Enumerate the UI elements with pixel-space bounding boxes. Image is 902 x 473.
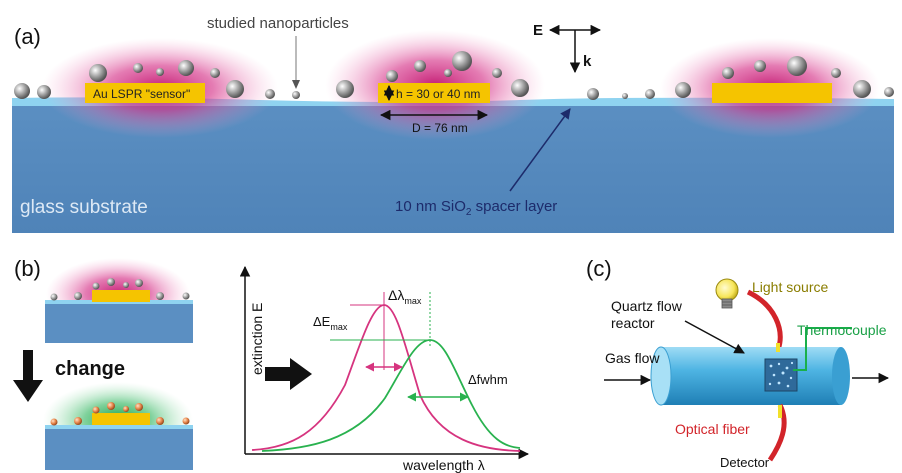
nanoparticle <box>74 292 82 300</box>
nanoparticle <box>754 60 766 72</box>
delta-e-max-label: ΔEmax <box>313 314 348 332</box>
nanoparticle <box>265 89 275 99</box>
nanoparticle <box>336 80 354 98</box>
nanoparticle <box>135 279 143 287</box>
gold-nanodisk <box>85 83 205 103</box>
quartz-reactor-label-2: reactor <box>611 315 655 331</box>
change-label: change <box>55 358 125 380</box>
thermocouple-label: Thermocouple <box>797 322 887 338</box>
nanoparticle <box>92 282 100 290</box>
nanoparticle <box>156 68 164 76</box>
nanoparticle <box>14 83 30 99</box>
schematic-spacer <box>45 425 193 429</box>
nanoparticle <box>444 69 452 77</box>
sample-particles <box>768 361 794 388</box>
light-source-label: Light source <box>752 279 828 295</box>
nanoparticle <box>210 68 220 78</box>
tube-end-right <box>832 347 850 405</box>
nanoparticle <box>135 403 143 411</box>
panel-label: (c) <box>586 256 612 281</box>
nanoparticle <box>89 64 107 82</box>
nanoparticle <box>226 80 244 98</box>
thermocouple-wire <box>793 327 852 371</box>
transition-arrow <box>265 358 312 390</box>
field-e-label: E <box>533 22 543 39</box>
panel-a: (a) studied nanoparticles Au LSPR "senso… <box>12 15 894 233</box>
nanoparticle <box>853 80 871 98</box>
nanoparticle <box>722 67 734 79</box>
pointer-arrowhead <box>292 80 300 89</box>
nanoparticle <box>182 417 190 425</box>
nanoparticle <box>156 417 164 425</box>
panel-c: (c) Light source Thermocouple <box>586 256 890 470</box>
gold-nanodisk <box>712 83 832 103</box>
studied-nanoparticles-label: studied nanoparticles <box>207 15 349 32</box>
optical-fiber-label: Optical fiber <box>675 421 750 437</box>
nanoparticle <box>50 293 58 301</box>
schematic-substrate <box>45 428 193 470</box>
y-axis-label: extinction E <box>249 303 265 375</box>
quartz-flow-tube <box>661 347 841 405</box>
x-axis-label: wavelength λ <box>402 457 485 473</box>
nanoparticle <box>92 406 100 414</box>
nanoparticle <box>675 82 691 98</box>
nanoparticle <box>178 60 194 76</box>
nanoparticle <box>452 51 472 71</box>
nanoparticle <box>884 87 894 97</box>
panel-label: (a) <box>14 24 41 49</box>
substrate-label: glass substrate <box>20 197 148 218</box>
field-k-label: k <box>583 53 592 70</box>
nanoparticle <box>292 91 300 99</box>
optical-fiber-bottom <box>767 403 787 462</box>
sensor-label: Au LSPR "sensor" <box>93 87 190 101</box>
detector-label: Detector <box>720 455 770 470</box>
spacer-pointer-arrow <box>509 108 571 192</box>
nanoparticle <box>831 68 841 78</box>
nanoparticle <box>787 56 807 76</box>
nanoparticle <box>182 292 190 300</box>
nanoparticle <box>511 79 529 97</box>
delta-lambda-max-label: Δλmax <box>388 287 422 306</box>
nanoparticle-group <box>14 51 894 100</box>
nanoparticle <box>123 282 129 288</box>
nanoparticle <box>622 93 628 99</box>
nanoparticle-group <box>50 402 190 426</box>
optical-fiber-top <box>746 289 783 351</box>
quartz-reactor-label-1: Quartz flow <box>611 298 683 314</box>
schematic-substrate <box>45 303 193 343</box>
nanoparticle <box>107 278 115 286</box>
panel-b: (b) change <box>13 256 530 473</box>
gold-nanodisk <box>378 83 490 103</box>
sample-window <box>764 358 798 392</box>
nanoparticle <box>123 406 129 412</box>
gold-nanodisk <box>92 413 150 425</box>
nanoparticle <box>587 88 599 100</box>
nanoparticle <box>37 85 51 99</box>
change-arrow <box>13 350 43 402</box>
nanoparticle <box>414 60 426 72</box>
nanoparticle-group <box>50 278 190 301</box>
diameter-label: D = 76 nm <box>412 121 468 135</box>
height-label: h = 30 or 40 nm <box>396 87 480 101</box>
extinction-curve-after <box>261 339 521 452</box>
nanoparticle <box>107 402 115 410</box>
delta-fwhm-label: Δfwhm <box>468 372 508 387</box>
nanoparticle <box>74 417 82 425</box>
spacer-label: 10 nm SiO2 spacer layer <box>395 198 557 218</box>
panel-label: (b) <box>14 256 41 281</box>
nanoparticle <box>645 89 655 99</box>
nanoparticle <box>156 292 164 300</box>
light-bulb-icon <box>715 278 739 309</box>
nanoparticle <box>386 70 398 82</box>
nanoparticle <box>492 68 502 78</box>
gold-nanodisk <box>92 290 150 302</box>
gas-flow-label: Gas flow <box>605 350 660 366</box>
nanoparticle <box>133 63 143 73</box>
reactor-pointer-arrow <box>684 320 745 354</box>
nanoparticle <box>50 418 58 426</box>
